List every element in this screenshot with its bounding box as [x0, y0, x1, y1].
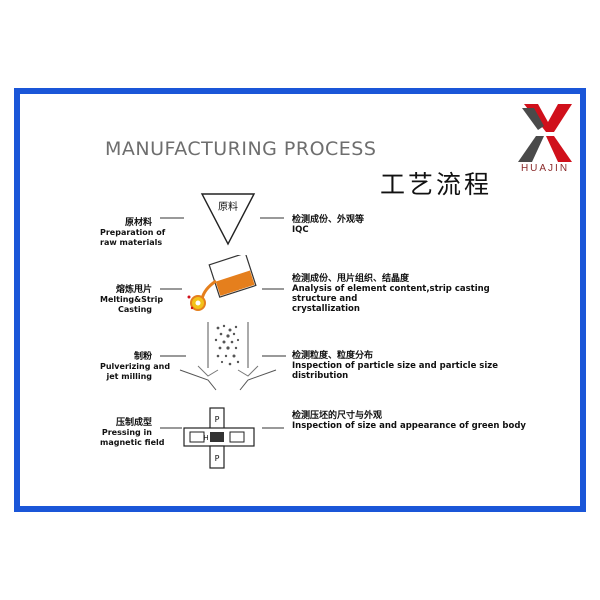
- step-3-left-en-line1: Pulverizing and: [100, 362, 171, 371]
- step-4-left-cn: 压制成型: [115, 418, 152, 428]
- step-3-left-cn: 制粉: [133, 352, 152, 362]
- step-1-left-en-line1: Preparation of: [100, 228, 166, 237]
- step-1-right-cn: 检测成份、外观等: [292, 215, 365, 225]
- step-2-left-en-line2: Casting: [117, 305, 152, 314]
- step-1-right-text: 检测成份、外观等 IQC: [292, 215, 532, 235]
- step-2-right-en-line2: crystallization: [292, 304, 360, 314]
- pouring-crucible-icon: [160, 255, 284, 311]
- step-4-right-cn: 检测压坯的尺寸与外观: [292, 411, 383, 421]
- funnel-label: 原料: [218, 200, 238, 213]
- press-label-top: P: [215, 415, 220, 424]
- huajin-logo-icon: [518, 104, 572, 162]
- step-3-left-en-line2: jet milling: [106, 372, 152, 381]
- press-label-field: H: [203, 434, 208, 442]
- step-2-left-en-line1: Melting&Strip: [100, 295, 164, 304]
- step-4-right-text: 检测压坯的尺寸与外观 Inspection of size and appear…: [292, 411, 532, 431]
- step-1-left-label: 原材料 Preparation of raw materials: [100, 218, 166, 248]
- step-2-left-cn: 熔炼甩片: [115, 285, 152, 295]
- step-2-right-cn: 检测成份、甩片组织、结晶度: [292, 274, 410, 284]
- press-label-bottom: P: [215, 454, 220, 463]
- step-1-right-en-line1: IQC: [292, 225, 309, 235]
- step-2-right-en-line1: Analysis of element content,strip castin…: [292, 284, 490, 304]
- step-3-right-text: 检测粒度、粒度分布 Inspection of particle size an…: [292, 351, 542, 381]
- step-4-left-en-line2: magnetic field: [100, 438, 165, 447]
- magnetic-press-icon: P H P: [160, 407, 284, 469]
- page-title-chinese: 工艺流程: [380, 170, 493, 199]
- step-3-right-en-line1: Inspection of particle size and particle…: [292, 361, 498, 381]
- step-3-left-label: 制粉 Pulverizing and jet milling: [100, 352, 171, 382]
- step-4-left-label: 压制成型 Pressing in magnetic field: [100, 418, 165, 448]
- step-4-left-en-line1: Pressing in: [101, 428, 152, 437]
- logo-brand-text: HUAJIN: [520, 163, 570, 174]
- page-title: MANUFACTURING PROCESS: [105, 138, 377, 160]
- raw-material-funnel-icon: 原料: [160, 193, 284, 246]
- step-2-left-label: 熔炼甩片 Melting&Strip Casting: [100, 285, 164, 315]
- step-1-left-en-line2: raw materials: [100, 238, 163, 247]
- document-card: [20, 94, 580, 506]
- step-1-left-cn: 原材料: [124, 218, 152, 228]
- step-4-right-en-line1: Inspection of size and appearance of gre…: [292, 421, 526, 431]
- step-2-right-text: 检测成份、甩片组织、结晶度 Analysis of element conten…: [292, 274, 532, 314]
- step-3-right-cn: 检测粒度、粒度分布: [292, 351, 374, 361]
- jet-mill-icon: [160, 322, 286, 391]
